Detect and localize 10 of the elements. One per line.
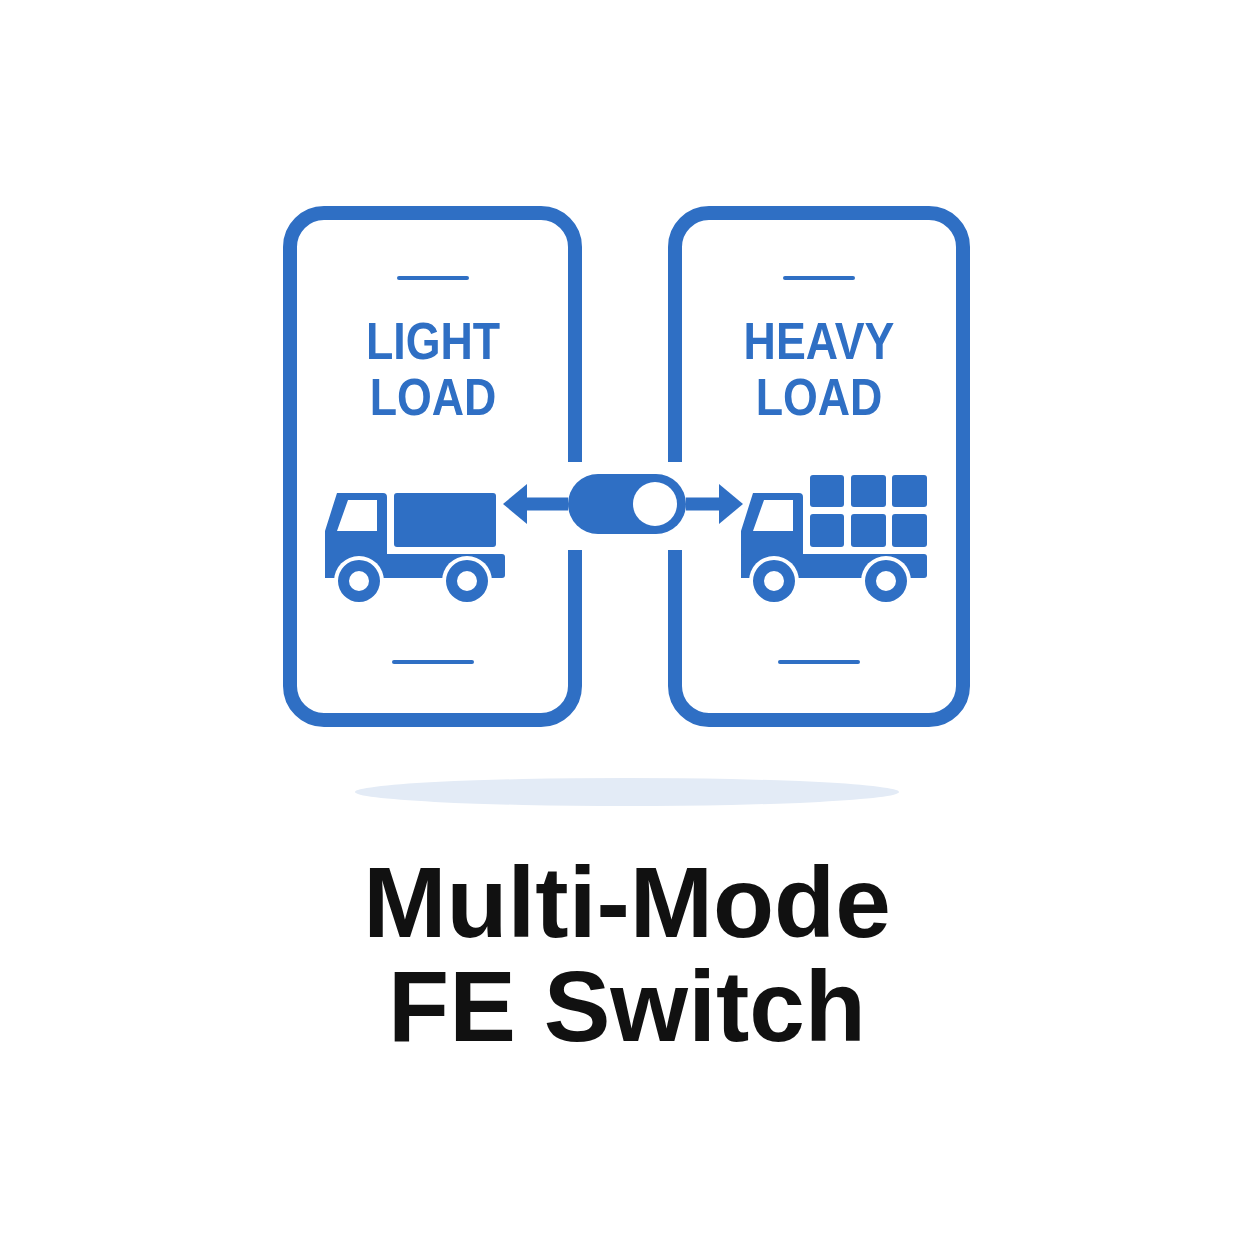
mode-panel [668,206,970,727]
arrow [503,484,568,524]
truck-icon [741,475,927,602]
mode-panel [283,206,582,727]
truck-icon [325,493,505,602]
arrow [686,484,743,524]
panel-title: HEAVY LOAD [742,313,896,425]
panel-title: LIGHT LOAD [364,313,501,425]
toggle-switch [568,474,686,534]
diagram-title: Multi-Mode FE Switch [362,850,892,1058]
